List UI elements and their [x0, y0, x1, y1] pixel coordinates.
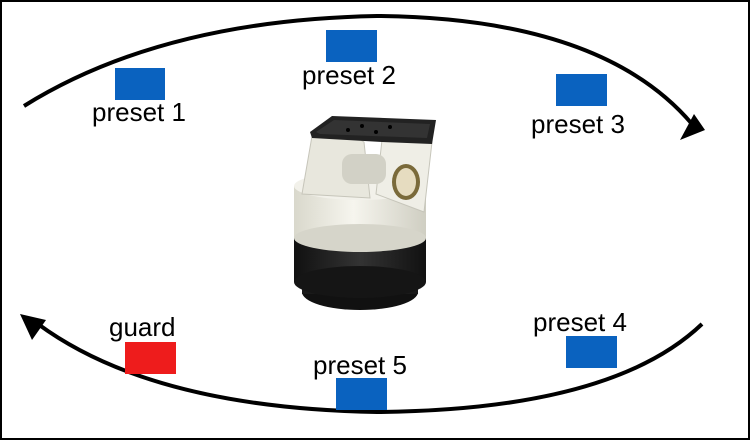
preset-3-marker — [556, 74, 607, 106]
preset-4-marker — [566, 336, 617, 368]
arrowhead-right-icon — [680, 114, 705, 140]
guard-marker — [125, 342, 176, 374]
guard-label: guard — [109, 312, 176, 342]
preset-5-label: preset 5 — [313, 350, 407, 380]
arrowhead-left-icon — [20, 314, 46, 340]
preset-4-label: preset 4 — [533, 307, 627, 337]
preset-1-label: preset 1 — [92, 97, 186, 127]
preset-2-marker — [326, 30, 377, 62]
preset-3-label: preset 3 — [531, 109, 625, 139]
preset-1-marker — [115, 68, 165, 100]
patrol-arc-top — [22, 13, 694, 126]
preset-2-label: preset 2 — [302, 60, 396, 90]
patrol-arc-bottom — [36, 322, 704, 415]
pan-tilt-device-image — [294, 116, 436, 310]
preset-5-marker — [336, 378, 387, 410]
